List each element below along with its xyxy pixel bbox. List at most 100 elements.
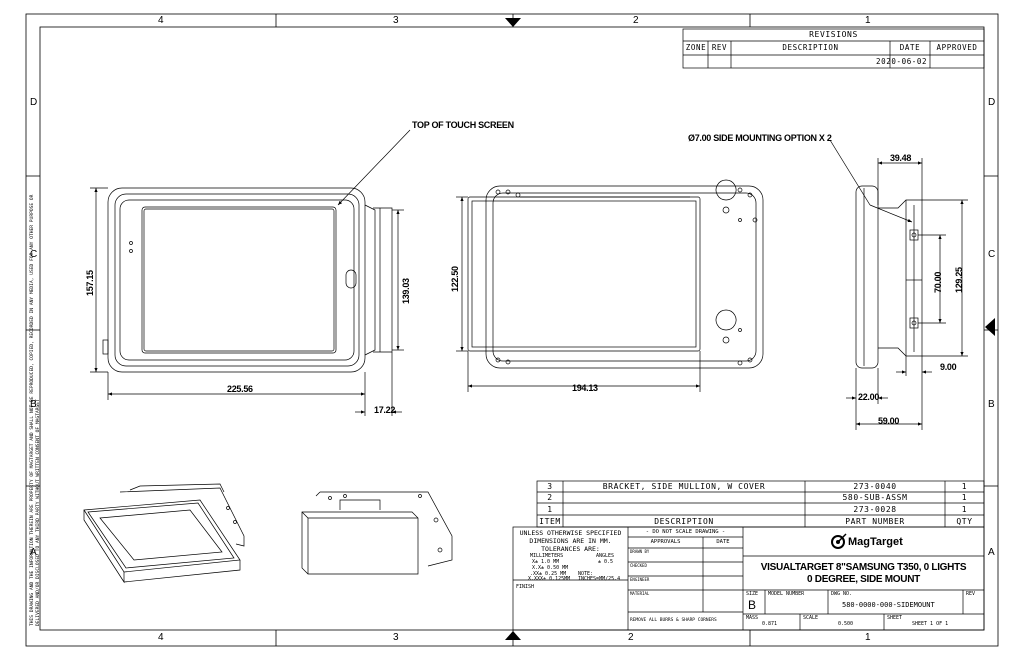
checked-label: CHECKED (630, 563, 647, 568)
proprietary-notice: THIS DRAWING AND THE INFORMATION THEREIN… (30, 194, 41, 626)
bom-row-1-part: 273-0040 (853, 482, 897, 491)
size-value: B (748, 598, 757, 612)
tolerance-line-2: DIMENSIONS ARE IN MM. (529, 537, 612, 545)
zone-left-a: A (30, 547, 37, 558)
bom-row-1-description: BRACKET, SIDE MULLION, W COVER (602, 482, 766, 491)
revisions-title: REVISIONS (809, 30, 858, 39)
back-view (467, 179, 764, 369)
scale-label: SCALE (803, 615, 819, 621)
zone-bottom-2: 2 (628, 632, 634, 643)
bom-row-2-item: 2 (547, 493, 553, 502)
tolerance-angle-value: ± 0.5 (598, 559, 614, 565)
dim-side-59: 59.00 (878, 416, 900, 426)
rev-label: REV (966, 591, 976, 597)
outer-frame (25, 13, 999, 647)
sheet-value: SHEET 1 OF 1 (912, 621, 949, 627)
magtarget-logo-mark (831, 533, 847, 549)
dim-front-right-height: 139.03 (401, 278, 411, 304)
engineer-label: ENGINEER (630, 577, 650, 582)
side-dimension-lines (846, 158, 968, 430)
dim-front-depth: 17.22 (374, 405, 396, 415)
bom-row-3-item: 1 (547, 505, 553, 514)
zone-top-3: 3 (393, 15, 399, 26)
remove-burrs-note: REMOVE ALL BURRS & SHARP CORNERS (630, 618, 717, 623)
zone-right-c: C (988, 249, 996, 260)
mounting-option-callout: Ø7.00 SIDE MOUNTING OPTION X 2 (688, 133, 832, 143)
bom-row-1-item: 3 (547, 482, 553, 491)
tolerance-mm-header: MILLIMETERS (530, 553, 564, 559)
dim-side-70: 70.00 (933, 271, 943, 293)
zone-bottom-1: 1 (865, 632, 871, 643)
zone-right-d: D (988, 97, 996, 108)
mass-value: 0.871 (762, 621, 778, 627)
rev-row-date: 2020-06-02 (876, 57, 928, 66)
zone-left-d: D (30, 97, 38, 108)
rev-header-zone: ZONE (685, 43, 707, 52)
sheet-label: SHEET (887, 615, 903, 621)
bom-row-1-qty: 1 (961, 482, 968, 491)
tolerance-angles-header: ANGLES (596, 553, 615, 559)
approvals-header: APPROVALS (650, 539, 681, 545)
dim-side-9: 9.00 (940, 362, 957, 372)
dim-side-129: 129.25 (954, 267, 964, 293)
rev-header-approved: APPROVED (936, 43, 978, 52)
bom-header-part: PART NUMBER (845, 517, 905, 526)
tolerance-note: NOTE: INCHES=MM/25.4 (578, 571, 621, 582)
rev-header-date: DATE (899, 43, 921, 52)
drawing-title-line-2: 0 DEGREE, SIDE MOUNT (807, 574, 920, 585)
center-mark-top (505, 18, 521, 27)
bom-header-item: ITEM (539, 517, 561, 526)
dim-side-top: 39.48 (890, 153, 912, 163)
center-mark-right (985, 318, 995, 336)
tolerance-line-3: TOLERANCES ARE: (541, 545, 600, 553)
side-view (855, 185, 923, 369)
center-mark-bottom (505, 631, 521, 640)
dwg-no-value: 580-0000-000-SIDEMOUNT (842, 601, 935, 609)
zone-top-4: 4 (158, 15, 164, 26)
touch-screen-callout: TOP OF TOUCH SCREEN (412, 120, 514, 130)
dim-front-width: 225.56 (227, 384, 253, 394)
tolerance-line-1: UNLESS OTHERWISE SPECIFIED (519, 529, 622, 537)
tolerance-row-4: X.XXX± 0.125MM (528, 576, 571, 582)
tolerance-row-2: X.X± 0.50 MM (532, 565, 569, 571)
front-dimension-lines (90, 129, 411, 416)
bom-header-qty: QTY (956, 517, 973, 526)
back-dimension-lines (456, 139, 913, 392)
scale-value: 0.500 (838, 621, 854, 627)
zone-right-b: B (988, 399, 995, 410)
bom-row-2-part: 580-SUB-ASSM (842, 493, 908, 502)
approvals-date-header: DATE (716, 539, 730, 545)
drawn-by-label: DRAWN BY (630, 549, 650, 554)
company-name: MagTarget (848, 536, 903, 548)
zone-right-a: A (988, 547, 995, 558)
model-number-label: MODEL NUMBER (768, 591, 805, 597)
zone-bottom-3: 3 (393, 632, 399, 643)
front-view (102, 187, 393, 373)
size-label: SIZE (746, 591, 759, 597)
zone-left-b: B (30, 399, 37, 410)
dim-back-width: 194.13 (572, 383, 598, 393)
dwg-no-label: DWG NO. (831, 591, 853, 597)
mass-label: MASS (746, 615, 759, 621)
title-block-grid (512, 526, 985, 631)
bom-row-2-qty: 1 (961, 493, 968, 502)
isometric-view-front (83, 483, 245, 584)
tolerance-row-3: .XX± 0.25 MM (530, 571, 567, 577)
tolerance-row-1: X± 1.0 MM (532, 559, 560, 565)
do-not-scale-note: - DO NOT SCALE DRAWING - (645, 529, 726, 535)
bom-header-description: DESCRIPTION (654, 517, 714, 526)
zone-left-c: C (30, 249, 38, 260)
inner-frame (39, 26, 985, 631)
isometric-view-back (301, 491, 453, 575)
dim-front-height: 157.15 (85, 270, 95, 296)
revisions-table (682, 28, 985, 69)
dim-side-22: 22.00 (858, 392, 880, 402)
dim-back-height: 122.50 (450, 266, 460, 292)
bom-row-3-part: 273-0028 (853, 505, 897, 514)
rev-header-description: DESCRIPTION (782, 43, 839, 52)
material-label: MATERIAL (630, 591, 650, 596)
rev-header-rev: REV (711, 43, 728, 52)
zone-top-1: 1 (865, 15, 871, 26)
zone-top-2: 2 (633, 15, 639, 26)
